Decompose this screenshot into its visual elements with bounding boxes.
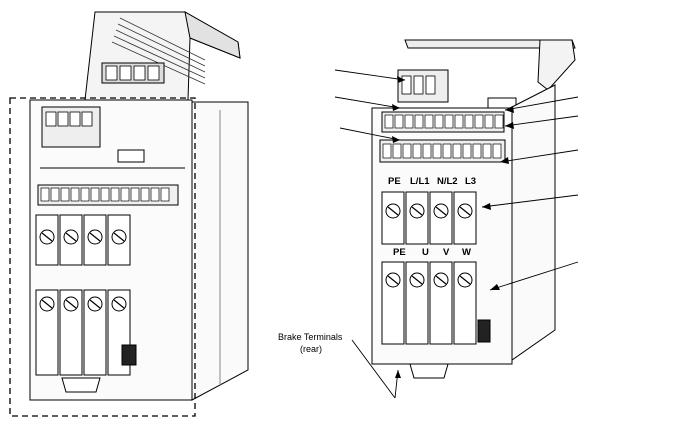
brake-terminals-sublabel: (rear) — [300, 344, 322, 354]
highlight-frame — [9, 97, 196, 417]
motor-terminal-label: V — [443, 247, 450, 258]
left-drive-unit — [29, 11, 249, 401]
right-drive-unit — [371, 39, 576, 379]
supply-terminal-label: N/L2 — [437, 176, 458, 187]
motor-terminal-labels: PE U V W — [393, 247, 471, 258]
callout-lines — [334, 69, 579, 399]
supply-terminal-label: PE — [388, 176, 401, 187]
brake-terminals-label: Brake Terminals — [278, 332, 343, 342]
motor-terminal-label: PE — [393, 247, 406, 258]
supply-terminal-label: L3 — [465, 176, 476, 187]
motor-terminal-label: W — [462, 247, 471, 258]
supply-terminal-label: L/L1 — [410, 176, 430, 187]
motor-terminal-label: U — [422, 247, 429, 258]
callout-arrowheads — [392, 76, 514, 378]
supply-terminal-labels: PE L/L1 N/L2 L3 — [388, 176, 476, 187]
